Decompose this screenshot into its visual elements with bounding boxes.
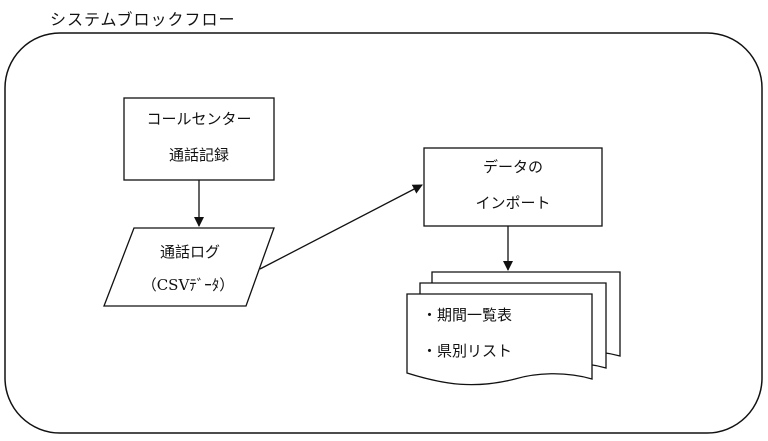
node-import-line1: データの xyxy=(483,158,543,176)
node-reports-line1: ・期間一覧表 xyxy=(422,306,512,324)
node-call-log-line2: （CSVﾃﾞｰﾀ） xyxy=(142,276,235,294)
node-import-line2: インポート xyxy=(475,194,550,212)
report-page-front xyxy=(406,293,593,386)
node-call-log: 通話ログ （CSVﾃﾞｰﾀ） xyxy=(103,227,275,307)
node-reports: ・期間一覧表 ・県別リスト xyxy=(406,271,621,386)
edge-calllog-to-import xyxy=(259,184,423,270)
diagram-title: システムブロックフロー xyxy=(50,10,236,29)
node-call-center-line2: 通話記録 xyxy=(169,146,229,164)
system-boundary xyxy=(4,32,763,434)
node-call-log-line1: 通話ログ xyxy=(160,243,220,261)
node-import: データの インポート xyxy=(423,147,603,227)
node-call-center: コールセンター 通話記録 xyxy=(123,97,275,181)
node-call-center-line1: コールセンター xyxy=(146,110,251,128)
node-reports-line2: ・県別リスト xyxy=(422,342,512,360)
